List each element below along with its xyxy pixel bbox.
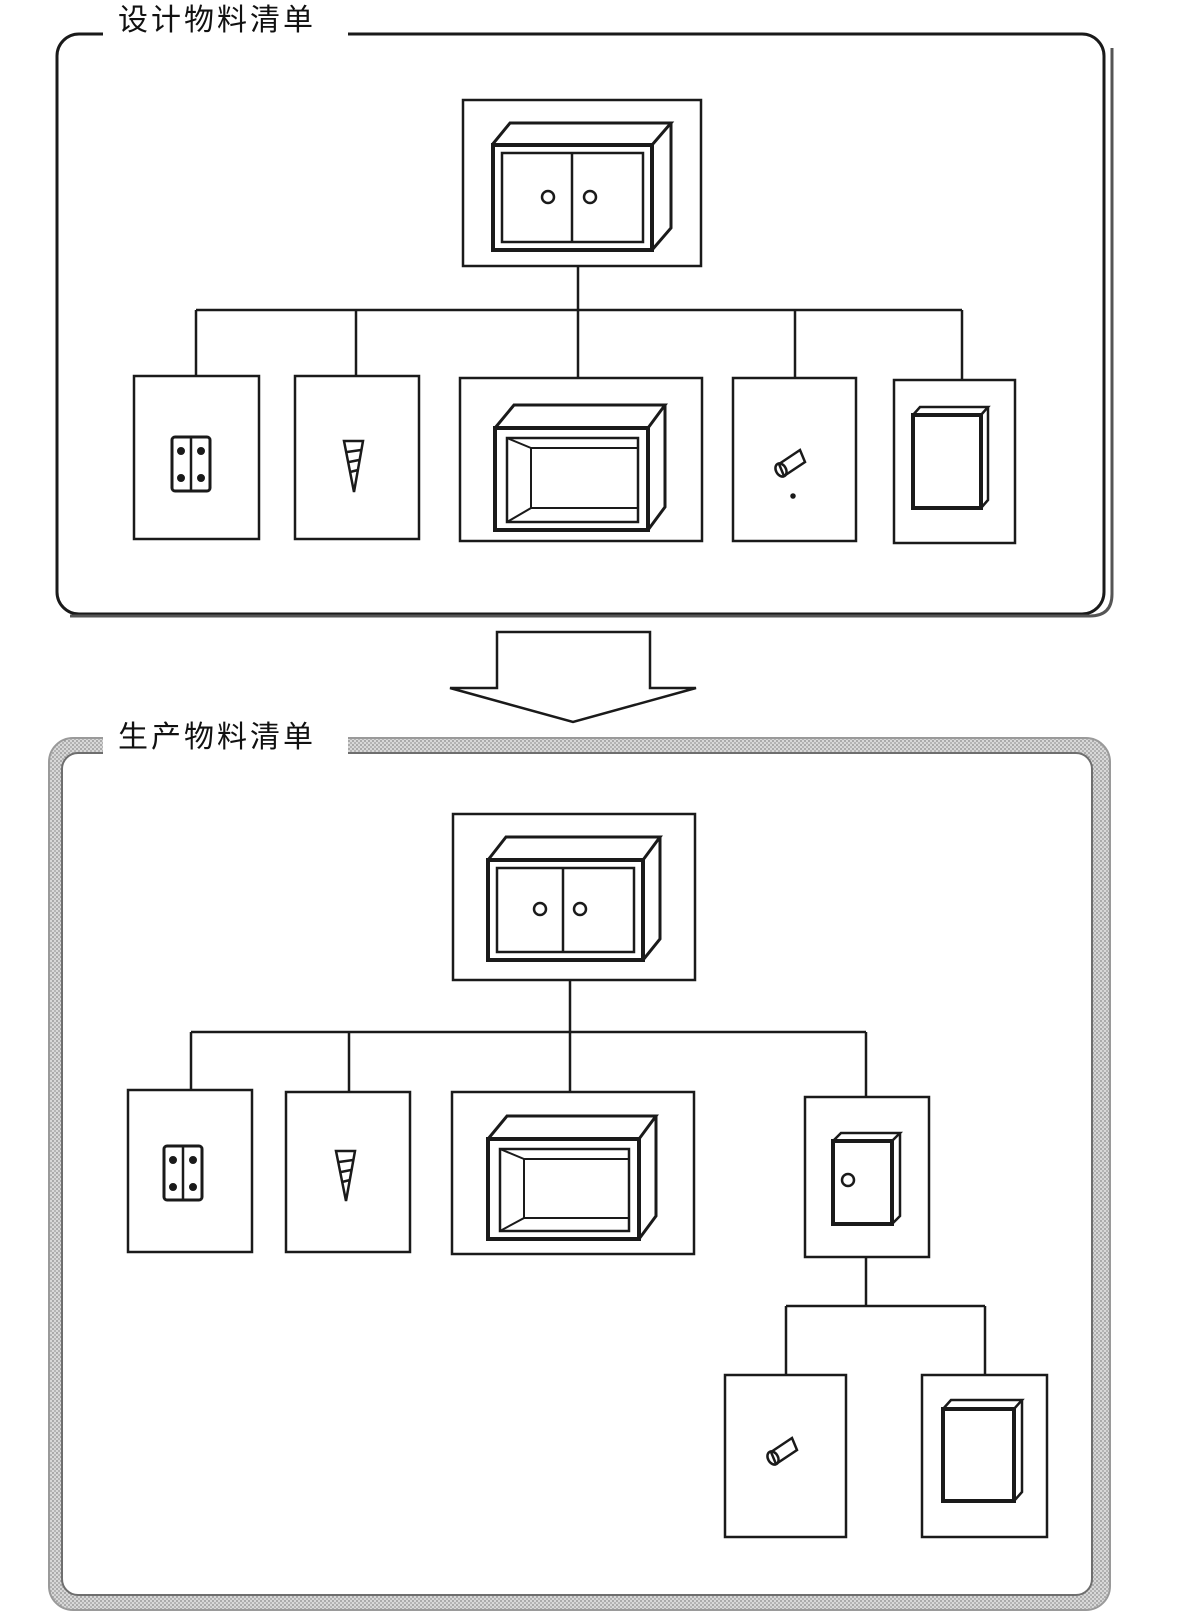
screw-icon bbox=[334, 1149, 357, 1202]
knob-icon bbox=[774, 448, 807, 499]
door-panel-icon bbox=[911, 405, 991, 510]
knob-node bbox=[723, 1373, 848, 1539]
cabinet-assembly-node bbox=[451, 812, 697, 982]
hinge-icon bbox=[162, 1144, 204, 1202]
production-bom-title: 生产物料清单 bbox=[118, 720, 316, 755]
carcass-frame-icon bbox=[486, 1114, 659, 1241]
production-bom-connectors bbox=[189, 980, 987, 1375]
cabinet-assembly-icon bbox=[486, 835, 663, 962]
carcass-frame-node bbox=[458, 376, 704, 543]
screw-node bbox=[293, 374, 421, 541]
transform-arrow bbox=[449, 630, 697, 724]
knob-icon bbox=[766, 1436, 799, 1466]
design-bom-connectors bbox=[194, 266, 964, 380]
door-panel-node bbox=[892, 378, 1017, 545]
cabinet-assembly-node bbox=[461, 98, 703, 268]
design-bom-title: 设计物料清单 bbox=[118, 3, 316, 38]
door-assembly-icon bbox=[831, 1131, 904, 1226]
screw-icon bbox=[342, 439, 365, 493]
hinge-icon bbox=[170, 435, 212, 493]
screw-node bbox=[284, 1090, 412, 1254]
door-assembly-node bbox=[803, 1095, 931, 1259]
design-bom-panel: 设计物料清单 bbox=[55, 3, 1114, 618]
hinge-node bbox=[132, 374, 261, 541]
cabinet-assembly-icon bbox=[490, 121, 675, 252]
production-bom-panel: 生产物料清单 bbox=[48, 716, 1111, 1611]
carcass-frame-node bbox=[450, 1090, 696, 1256]
carcass-frame-icon bbox=[493, 403, 668, 532]
hinge-node bbox=[126, 1088, 254, 1254]
door-panel-node bbox=[920, 1373, 1049, 1539]
door-panel-icon bbox=[941, 1398, 1025, 1503]
knob-node bbox=[731, 376, 858, 543]
